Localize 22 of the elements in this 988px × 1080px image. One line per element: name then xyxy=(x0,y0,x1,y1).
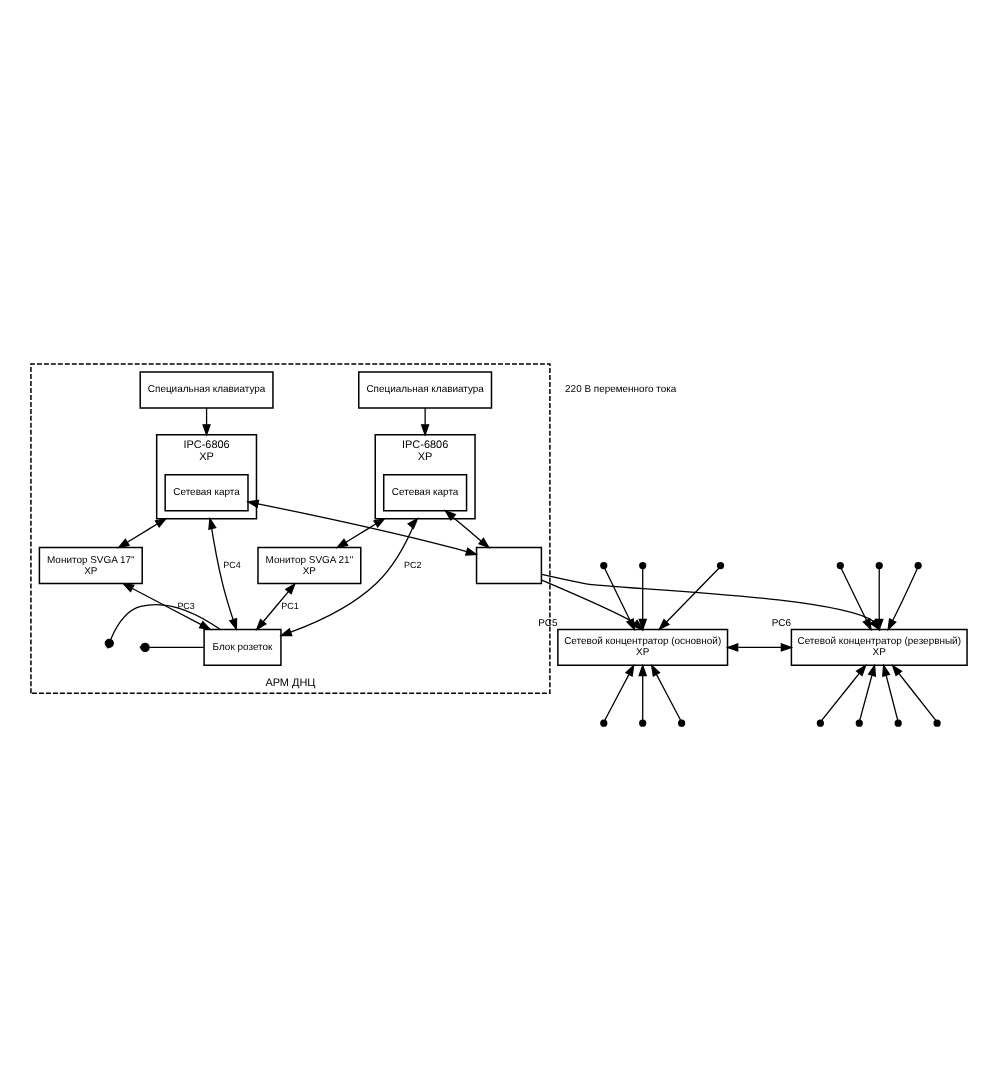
arrow xyxy=(207,515,237,631)
arrow xyxy=(649,662,681,720)
arrow xyxy=(442,508,490,548)
connector xyxy=(109,603,220,640)
arrow xyxy=(637,662,647,720)
connector xyxy=(147,645,204,648)
arrow xyxy=(116,516,167,548)
arrow xyxy=(334,516,386,548)
node-box xyxy=(474,545,542,584)
arrow xyxy=(419,406,429,436)
arrow xyxy=(820,662,866,720)
arrow xyxy=(603,662,634,720)
arrow xyxy=(278,516,418,636)
arrow xyxy=(254,581,296,630)
arrow xyxy=(657,566,719,630)
arrow xyxy=(120,581,211,630)
arrow xyxy=(724,642,793,651)
arrow xyxy=(890,662,936,720)
arrow xyxy=(881,662,898,720)
arrow xyxy=(245,498,478,555)
arrow xyxy=(858,662,876,720)
arrow xyxy=(886,567,917,631)
